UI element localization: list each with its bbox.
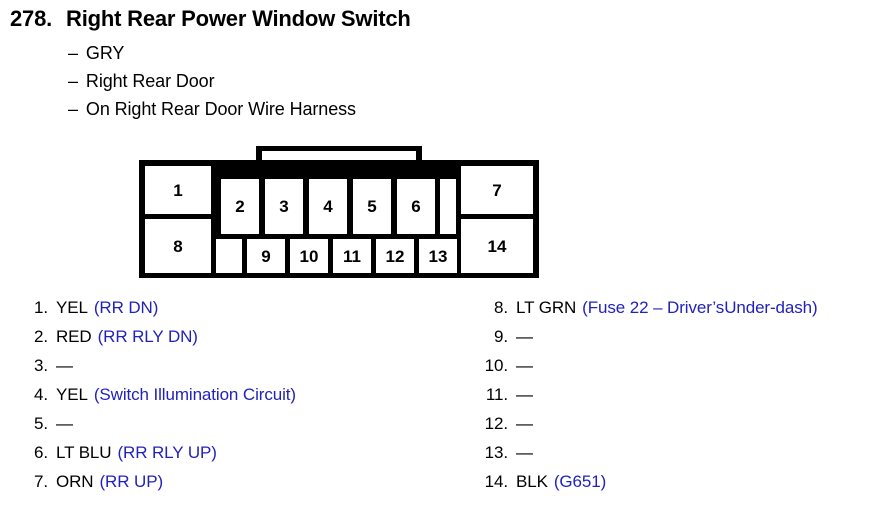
pin-detail: LT GRN (Fuse 22 – Driver’sUnder-dash) <box>516 298 818 318</box>
connector-pin-cell-5: 5 <box>353 179 391 234</box>
component-title: Right Rear Power Window Switch <box>66 6 411 31</box>
connector-pin-cell-4: 4 <box>309 179 347 234</box>
pin-list-item: 9. — <box>478 327 895 356</box>
subtitle-text: Right Rear Door <box>85 71 215 91</box>
pin-unused-marker: — <box>516 414 533 433</box>
pin-wire-color: YEL <box>56 385 88 404</box>
latch-post-right <box>416 146 422 168</box>
pin-list-item: 14. BLK (G651) <box>478 472 895 501</box>
pin-list-item: 10. — <box>478 356 895 385</box>
connector-pin-cell-7: 7 <box>461 166 533 214</box>
connector-pin-cell-1: 1 <box>145 166 211 214</box>
pin-list-item: 13. — <box>478 443 895 472</box>
latch-bar-inner <box>256 163 421 168</box>
pin-detail: ORN (RR UP) <box>56 472 163 492</box>
connector-pin-cell-3: 3 <box>265 179 303 234</box>
bullet-dash-icon: – <box>68 43 78 63</box>
pin-list-item: 1. YEL (RR DN) <box>18 298 458 327</box>
pin-detail: LT BLU (RR RLY UP) <box>56 443 217 463</box>
pin-number: 10. <box>484 356 508 375</box>
subtitle-text: GRY <box>85 43 125 63</box>
pin-wire-color: RED <box>56 327 92 346</box>
pin-number: 5. <box>34 414 48 433</box>
pin-detail: — <box>516 443 533 463</box>
pin-number: 4. <box>34 385 48 404</box>
pin-detail: YEL (Switch Illumination Circuit) <box>56 385 296 405</box>
pin-unused-marker: — <box>516 327 533 346</box>
connector-blank-cell-bottom <box>216 239 242 273</box>
connector-pin-cell-10: 10 <box>290 239 328 273</box>
pin-list-item: 8. LT GRN (Fuse 22 – Driver’sUnder-dash) <box>478 298 895 327</box>
pin-unused-marker: — <box>516 443 533 462</box>
connector-pin-cell-11: 11 <box>333 239 371 273</box>
connector-blank-cell-top <box>440 179 456 234</box>
bullet-dash-icon: – <box>68 71 78 91</box>
pin-number: 8. <box>494 298 508 317</box>
pin-detail: BLK (G651) <box>516 472 606 492</box>
pin-number: 2. <box>34 327 48 346</box>
subtitle-text: On Right Rear Door Wire Harness <box>85 99 356 119</box>
page-title: 278. Right Rear Power Window Switch <box>10 6 411 32</box>
pin-list-item: 7. ORN (RR UP) <box>18 472 458 501</box>
connector-pin-cell-2: 2 <box>221 179 259 234</box>
pin-detail: — <box>516 385 533 405</box>
pin-number: 6. <box>34 443 48 462</box>
pin-wire-color: YEL <box>56 298 88 317</box>
pin-unused-marker: — <box>516 356 533 375</box>
pin-number: 1. <box>34 298 48 317</box>
pin-unused-marker: — <box>516 385 533 404</box>
pin-list-item: 5. — <box>18 414 458 443</box>
pin-number: 14. <box>484 472 508 491</box>
connector-pin-cell-9: 9 <box>247 239 285 273</box>
pin-detail: — <box>56 356 73 376</box>
subtitle-location: –Right Rear Door <box>68 71 215 92</box>
pin-circuit-description: (Switch Illumination Circuit) <box>93 385 296 404</box>
connector-pin-cell-6: 6 <box>397 179 435 234</box>
pin-list-item: 2. RED (RR RLY DN) <box>18 327 458 356</box>
pin-wire-color: LT BLU <box>56 443 112 462</box>
pin-number: 7. <box>34 472 48 491</box>
pin-wire-color: BLK <box>516 472 548 491</box>
subtitle-connector-color: –GRY <box>68 43 124 64</box>
pin-wire-color: LT GRN <box>516 298 577 317</box>
pin-list-item: 4. YEL (Switch Illumination Circuit) <box>18 385 458 414</box>
pin-circuit-description: (RR UP) <box>99 472 163 491</box>
pin-list-item: 11. — <box>478 385 895 414</box>
pin-detail: — <box>516 414 533 434</box>
pin-number: 9. <box>494 327 508 346</box>
pin-list-right: 8. LT GRN (Fuse 22 – Driver’sUnder-dash) 9.… <box>478 298 895 501</box>
latch-bar-top <box>256 146 421 151</box>
pin-list-item: 6. LT BLU (RR RLY UP) <box>18 443 458 472</box>
latch-post-left <box>256 146 262 168</box>
pin-circuit-description: (RR RLY DN) <box>97 327 198 346</box>
pin-circuit-description: (RR DN) <box>93 298 159 317</box>
component-number: 278. <box>10 6 53 31</box>
pin-number: 12. <box>484 414 508 433</box>
pin-detail: — <box>56 414 73 434</box>
pin-wire-color: ORN <box>56 472 94 491</box>
pin-detail: YEL (RR DN) <box>56 298 158 318</box>
connector-pin-cell-13: 13 <box>419 239 457 273</box>
pin-detail: — <box>516 356 533 376</box>
pin-circuit-description: (RR RLY UP) <box>117 443 217 462</box>
pin-number: 11. <box>485 385 508 404</box>
pin-circuit-description: (G651) <box>553 472 607 491</box>
pin-list-item: 3. — <box>18 356 458 385</box>
pin-number: 3. <box>34 356 48 375</box>
pin-unused-marker: — <box>56 356 73 375</box>
subtitle-harness: –On Right Rear Door Wire Harness <box>68 99 356 120</box>
pin-list-item: 12. — <box>478 414 895 443</box>
pin-list-left: 1. YEL (RR DN) 2. RED (RR RLY DN) 3. — 4. YEL (Swi… <box>18 298 458 501</box>
pin-unused-marker: — <box>56 414 73 433</box>
bullet-dash-icon: – <box>68 99 78 119</box>
pin-number: 13. <box>484 443 508 462</box>
pin-circuit-description: (Fuse 22 – Driver’sUnder-dash) <box>582 298 818 317</box>
pin-detail: — <box>516 327 533 347</box>
connector-pin-cell-14: 14 <box>461 219 533 273</box>
connector-pin-cell-8: 8 <box>145 219 211 273</box>
connector-pin-cell-12: 12 <box>376 239 414 273</box>
pin-detail: RED (RR RLY DN) <box>56 327 198 347</box>
